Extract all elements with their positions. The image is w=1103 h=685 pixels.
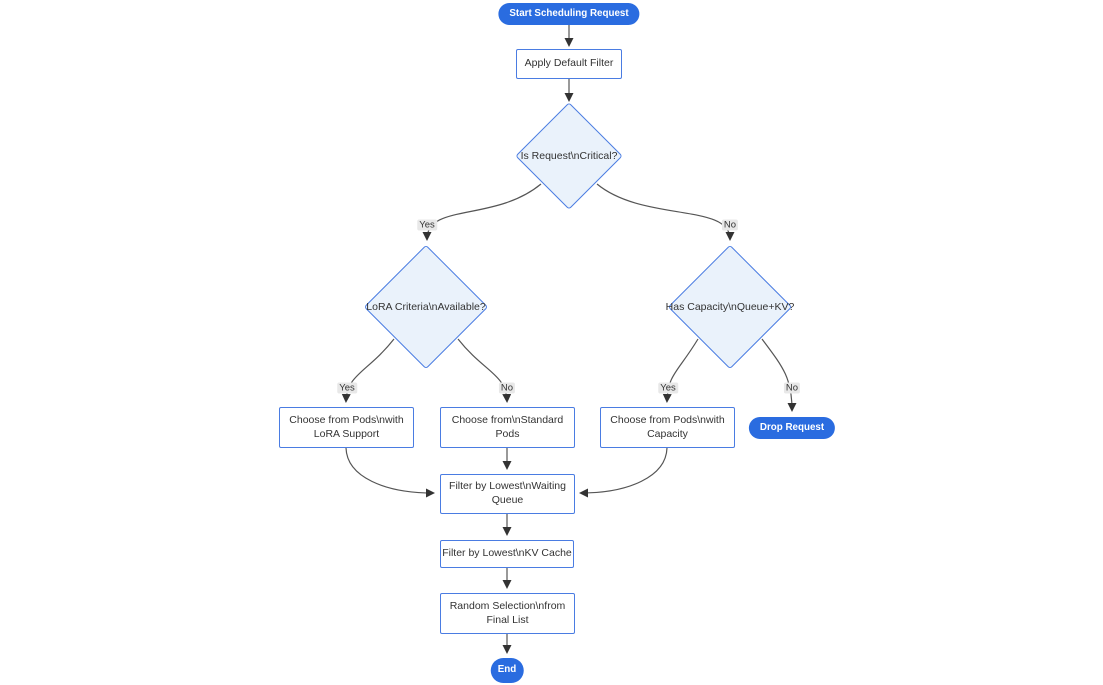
node-filter-by-lowest-waiting-queue-label: Filter by Lowest\nWaiting Queue bbox=[449, 480, 566, 506]
edge-choose-capacity-pods-to-filter-queue bbox=[579, 447, 668, 498]
node-end: End bbox=[490, 658, 524, 683]
edge-capacity-no-to-drop-request bbox=[761, 338, 797, 412]
node-drop-request-label: Drop Request bbox=[759, 421, 825, 433]
node-random-selection-from-final-list: Random Selection\nfrom Final List bbox=[440, 593, 575, 634]
edge-label-capacity-yes: Yes bbox=[658, 382, 678, 394]
edge-label-critical-no: No bbox=[721, 219, 739, 231]
edge-choose-lora-pods-to-filter-queue bbox=[345, 447, 435, 498]
node-apply-default-filter: Apply Default Filter bbox=[516, 49, 622, 79]
node-choose-pods-with-capacity-label: Choose from Pods\nwith Capacity bbox=[610, 413, 725, 440]
node-choose-pods-with-lora-support-label: Choose from Pods\nwith LoRA Support bbox=[289, 413, 404, 440]
node-start-scheduling-request: Start Scheduling Request bbox=[498, 3, 640, 25]
node-is-request-critical-label: Is Request\nCritical? bbox=[520, 150, 618, 162]
node-start-scheduling-request-label: Start Scheduling Request bbox=[509, 7, 629, 19]
edge-label-lora-no: No bbox=[498, 382, 516, 394]
node-choose-standard-pods: Choose from\nStandard Pods bbox=[440, 407, 575, 448]
node-choose-pods-with-capacity: Choose from Pods\nwith Capacity bbox=[600, 407, 735, 448]
node-has-capacity-queue-kv: Has Capacity\nQueue+KV? bbox=[650, 244, 810, 370]
node-random-selection-from-final-list-label: Random Selection\nfrom Final List bbox=[449, 599, 566, 626]
edge-lora-yes-to-choose-lora-pods bbox=[341, 338, 395, 403]
edge-label-critical-yes: Yes bbox=[417, 219, 437, 231]
node-choose-standard-pods-label: Choose from\nStandard Pods bbox=[451, 413, 564, 440]
edge-lora-no-to-choose-standard-pods bbox=[457, 338, 512, 403]
node-apply-default-filter-label: Apply Default Filter bbox=[524, 57, 614, 70]
edge-label-capacity-no: No bbox=[783, 382, 801, 394]
node-drop-request: Drop Request bbox=[748, 417, 836, 439]
edge-label-lora-yes: Yes bbox=[337, 382, 357, 394]
node-is-request-critical: Is Request\nCritical? bbox=[499, 102, 639, 210]
node-lora-criteria-available: LoRA Criteria\nAvailable? bbox=[346, 244, 506, 370]
node-choose-pods-with-lora-support: Choose from Pods\nwith LoRA Support bbox=[279, 407, 414, 448]
node-has-capacity-queue-kv-label: Has Capacity\nQueue+KV? bbox=[665, 301, 795, 313]
edge-capacity-yes-to-choose-capacity-pods bbox=[662, 338, 699, 403]
node-filter-by-lowest-kv-cache-label: Filter by Lowest\nKV Cache bbox=[442, 547, 572, 560]
node-filter-by-lowest-waiting-queue: Filter by Lowest\nWaiting Queue bbox=[440, 474, 575, 514]
node-lora-criteria-available-label: LoRA Criteria\nAvailable? bbox=[366, 301, 486, 313]
node-end-label: End bbox=[497, 664, 517, 676]
node-filter-by-lowest-kv-cache: Filter by Lowest\nKV Cache bbox=[440, 540, 574, 568]
